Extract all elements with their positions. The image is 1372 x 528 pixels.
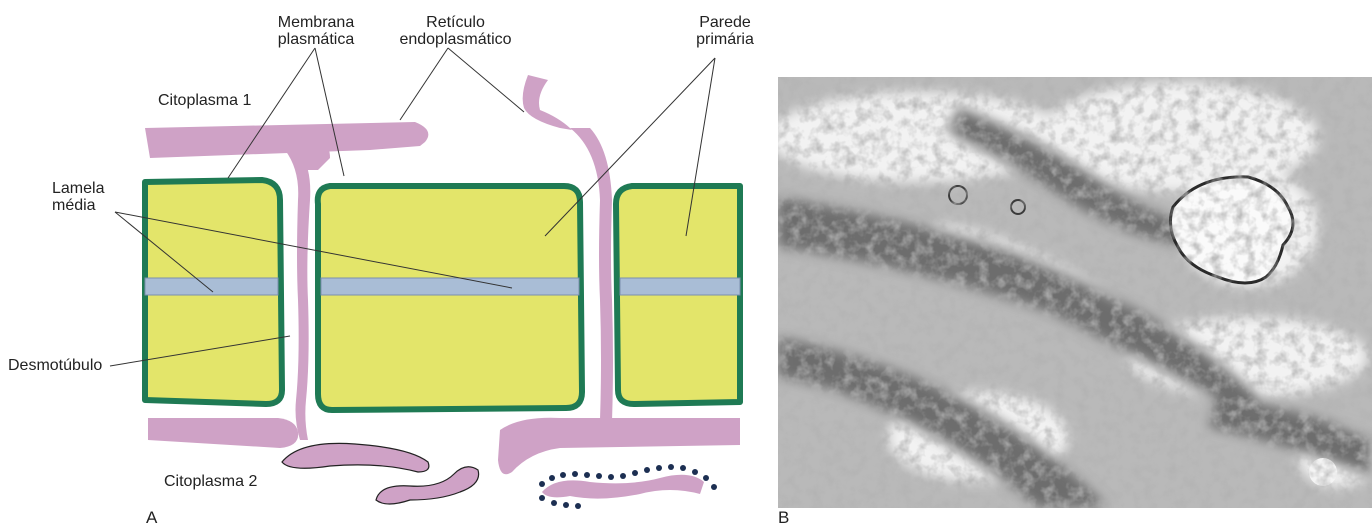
plasmodesma-diagram: [0, 0, 770, 528]
plasmodesma-channel-left: [285, 150, 310, 440]
cell-wall-2: [318, 186, 582, 410]
label-reticulo-line2: endoplasmático: [388, 31, 523, 48]
label-citoplasma-1: Citoplasma 1: [158, 92, 251, 109]
cytoplasm-1-band: [145, 122, 428, 158]
label-lamela-line1: Lamela: [52, 180, 104, 197]
middle-lamella-3: [620, 278, 740, 295]
cytoplasm-2-band-right: [498, 418, 740, 475]
middle-lamella-2: [321, 278, 579, 295]
label-membrana-line1: Membrana: [256, 14, 376, 31]
panel-letter-b: B: [778, 508, 789, 528]
label-lamela-line2: média: [52, 197, 104, 214]
label-parede-line2: primária: [686, 31, 764, 48]
label-reticulo-endoplasmatico: Retículo endoplasmático: [388, 14, 523, 48]
er-fragment-2: [376, 467, 479, 504]
label-reticulo-line1: Retículo: [388, 14, 523, 31]
label-membrana-plasmatica: Membrana plasmática: [256, 14, 376, 48]
label-citoplasma-2: Citoplasma 2: [164, 473, 257, 490]
er-upper-right: [523, 75, 572, 130]
electron-micrograph: [778, 77, 1372, 508]
label-membrana-line2: plasmática: [256, 31, 376, 48]
er-fragment-1: [282, 443, 429, 472]
label-parede-line1: Parede: [686, 14, 764, 31]
cytoplasm-2-band-left: [148, 418, 298, 448]
panel-letter-a: A: [146, 508, 157, 528]
label-desmotubulo: Desmotúbulo: [8, 357, 102, 374]
label-lamela-media: Lamela média: [52, 180, 104, 214]
middle-lamella-1: [145, 278, 278, 295]
label-parede-primaria: Parede primária: [686, 14, 764, 48]
